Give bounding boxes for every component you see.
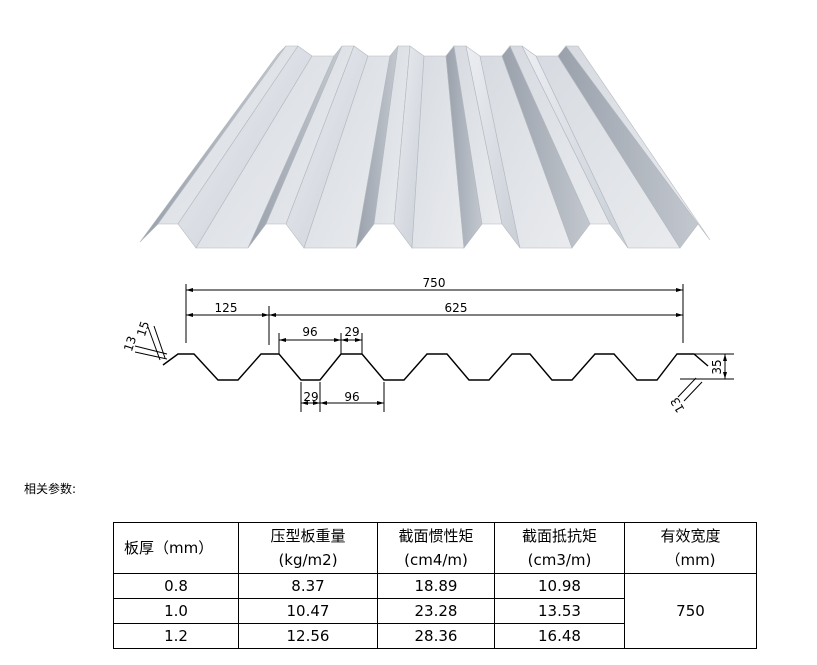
header-cell: 板厚（mm） (113, 522, 239, 574)
dim-bottom-rib-width: 29 (303, 390, 318, 404)
header-line: 截面抵抗矩 (521, 527, 597, 545)
header-line: 压型板重量 (270, 527, 346, 545)
header-cell: 压型板重量 (kg/m2) (238, 522, 378, 574)
header-line: 板厚（mm） (124, 539, 214, 557)
table-cell: 10.98 (494, 573, 625, 599)
table-cell: 18.89 (377, 573, 495, 599)
spec-table: 板厚（mm） 压型板重量 (kg/m2) 截面惯性矩 (cm4/m) 截面抵抗矩 (c… (113, 522, 757, 649)
dimension-arrow (723, 372, 727, 379)
dim-edge-c: 13 (668, 395, 688, 415)
table-cell: 1.2 (113, 623, 239, 649)
table-cell: 23.28 (377, 598, 495, 624)
params-label: 相关参数: (24, 482, 77, 496)
header-cell: 有效宽度 （mm) (624, 522, 757, 574)
header-cell: 截面惯性矩 (cm4/m) (377, 522, 495, 574)
header-line: （mm) (665, 551, 716, 569)
header-line: 有效宽度 (660, 527, 721, 545)
dim-edge-b: 15 (134, 319, 152, 338)
dimension-arrow (186, 313, 193, 317)
table-row: 1.2 12.56 28.36 16.48 (113, 623, 757, 649)
dim-edge-a: 13 (121, 334, 139, 353)
table-cell: 12.56 (238, 623, 378, 649)
dimension-arrow (186, 288, 193, 292)
header-cell: 截面抵抗矩 (cm3/m) (494, 522, 625, 574)
dim-left-segment: 125 (215, 301, 238, 315)
dimension-arrow (676, 313, 683, 317)
header-line: (cm4/m) (404, 551, 468, 569)
dimension-arrow (269, 313, 276, 317)
corrugated-sheet-image (139, 44, 711, 249)
dim-top-rib-width: 29 (344, 325, 359, 339)
dimension-arrow (377, 401, 384, 405)
header-line: 截面惯性矩 (398, 527, 474, 545)
table-cell: 16.48 (494, 623, 625, 649)
header-line: (cm3/m) (527, 551, 592, 569)
dimension-arrow (262, 313, 269, 317)
sheet-facet (565, 45, 711, 241)
profile-line (162, 353, 709, 381)
dimension-arrow (301, 401, 308, 405)
effective-width-cell: 750 (624, 573, 757, 649)
dimension-arrow (279, 338, 286, 342)
table-header-row: 板厚（mm） 压型板重量 (kg/m2) 截面惯性矩 (cm4/m) 截面抵抗矩 (c… (113, 522, 757, 574)
dimension-arrow (334, 338, 341, 342)
table-cell: 0.8 (113, 573, 239, 599)
table-cell: 1.0 (113, 598, 239, 624)
dimension-arrow (341, 338, 348, 342)
table-cell: 28.36 (377, 623, 495, 649)
table-cell: 13.53 (494, 598, 625, 624)
header-line: (kg/m2) (278, 551, 338, 569)
dim-bottom-rib-spacing: 96 (344, 390, 359, 404)
dimension-arrow (676, 288, 683, 292)
dim-total-width: 750 (423, 276, 446, 290)
dim-top-rib-spacing: 96 (302, 325, 317, 339)
dimension-arrow (723, 354, 727, 361)
profile-dimension-drawing: 750 125 625 96 29 29 96 35 13 15 13 (121, 276, 734, 415)
dimension-arrow (313, 401, 320, 405)
table-cell: 10.47 (238, 598, 378, 624)
dim-right-segment: 625 (445, 301, 468, 315)
table-cell: 8.37 (238, 573, 378, 599)
dimension-arrow (320, 401, 327, 405)
dimension-arrow (355, 338, 362, 342)
dim-height: 35 (710, 359, 724, 374)
table-row: 0.8 8.37 18.89 10.98 750 (113, 573, 757, 649)
